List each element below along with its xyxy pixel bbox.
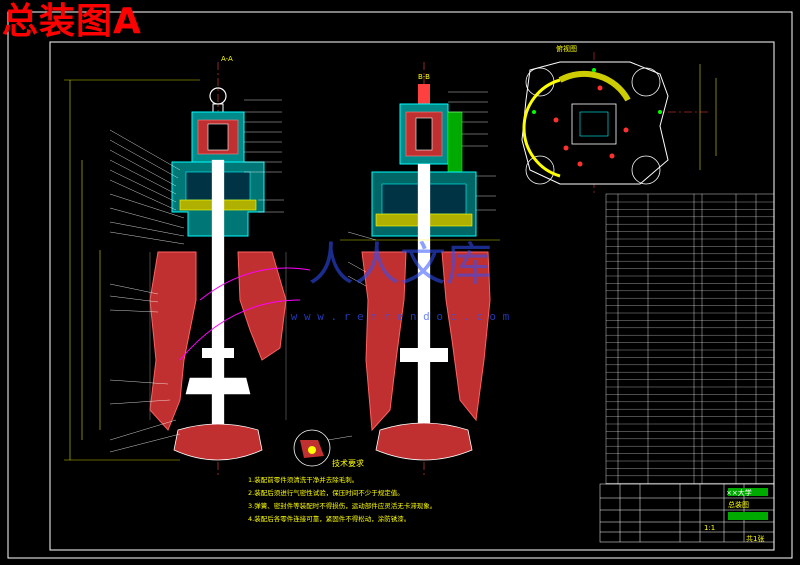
parts-list-table [605,193,775,485]
title-block-name-cell [728,488,768,496]
technical-requirements-heading: 技术要求 [332,459,364,468]
drawing-title: 总装图A [2,1,142,42]
left-view-label: A-A [221,55,233,63]
technical-requirements: 1.装配前零件须清洗干净并去除毛刺。 2.装配后须进行气密性试验，保压时间不少于… [248,474,588,526]
tech-note: 3.弹簧、密封件等装配时不得损伤，运动部件应灵活无卡滞现象。 [248,502,437,510]
middle-section-view [340,62,500,478]
tech-note: 4.装配后各零件连接可靠，紧固件不得松动，涂防锈漆。 [248,515,411,523]
tech-note: 2.装配后须进行气密性试验，保压时间不少于规定值。 [248,489,404,497]
parts-list-rows [606,201,774,484]
title-block-scale: 1:1 [704,524,716,532]
tech-note: 1.装配前零件须清洗干净并去除毛刺。 [248,476,359,484]
title-block-code-cell [728,512,768,520]
title-block-sheet: 共1张 [746,535,765,543]
outer-frame [7,11,793,559]
title-block-company: ××大学 [726,489,752,497]
title-block [599,483,775,543]
mid-view-label: B-B [418,73,430,81]
left-section-view [64,62,353,478]
top-view [521,52,717,196]
top-view-label: 俯视图 [556,45,577,53]
title-block-drawing-name: 总装图 [728,501,749,509]
